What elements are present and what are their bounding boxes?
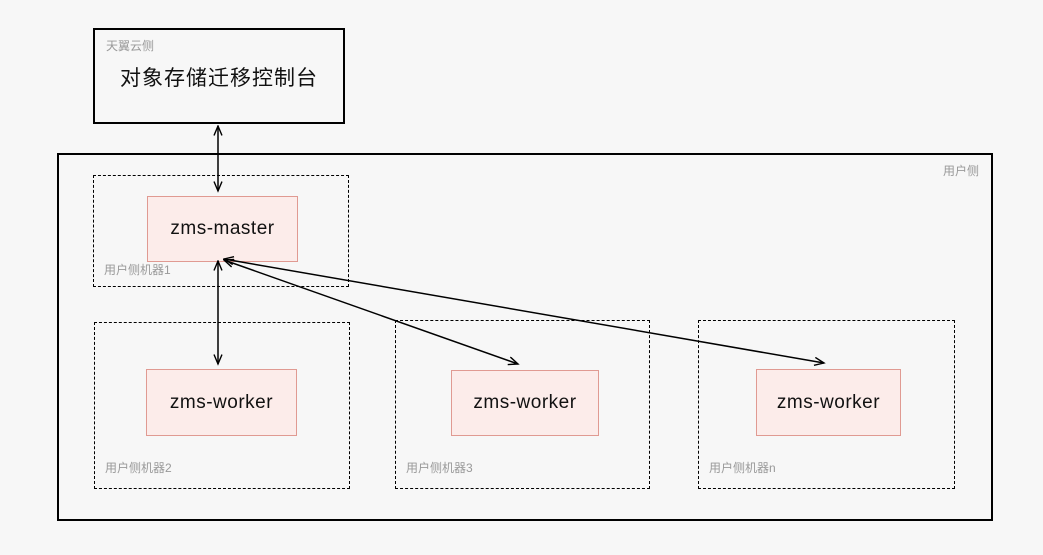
machine-label-2: 用户侧机器2 [105, 461, 172, 475]
zms-worker-node-n: zms-worker [756, 369, 901, 436]
machine-label-3: 用户侧机器3 [406, 461, 473, 475]
console-title: 对象存储迁移控制台 [120, 67, 318, 90]
user-side-box: 用户侧 zms-master 用户侧机器1 zms-worker 用户侧机器2 … [57, 153, 993, 521]
machine-label-n: 用户侧机器n [709, 461, 776, 475]
user-side-label: 用户侧 [942, 164, 979, 178]
zms-master-node: zms-master [147, 196, 298, 262]
cloud-side-box: 天翼云侧 对象存储迁移控制台 [93, 28, 345, 124]
zms-worker-node-2: zms-worker [451, 370, 599, 436]
cloud-side-label: 天翼云侧 [106, 39, 155, 53]
zms-worker-node-1: zms-worker [146, 369, 297, 436]
machine-box-n: zms-worker 用户侧机器n [698, 320, 955, 489]
machine-box-2: zms-worker 用户侧机器2 [94, 322, 350, 489]
machine-label-1: 用户侧机器1 [104, 263, 171, 277]
machine-box-1: zms-master 用户侧机器1 [93, 175, 349, 287]
machine-box-3: zms-worker 用户侧机器3 [395, 320, 650, 489]
